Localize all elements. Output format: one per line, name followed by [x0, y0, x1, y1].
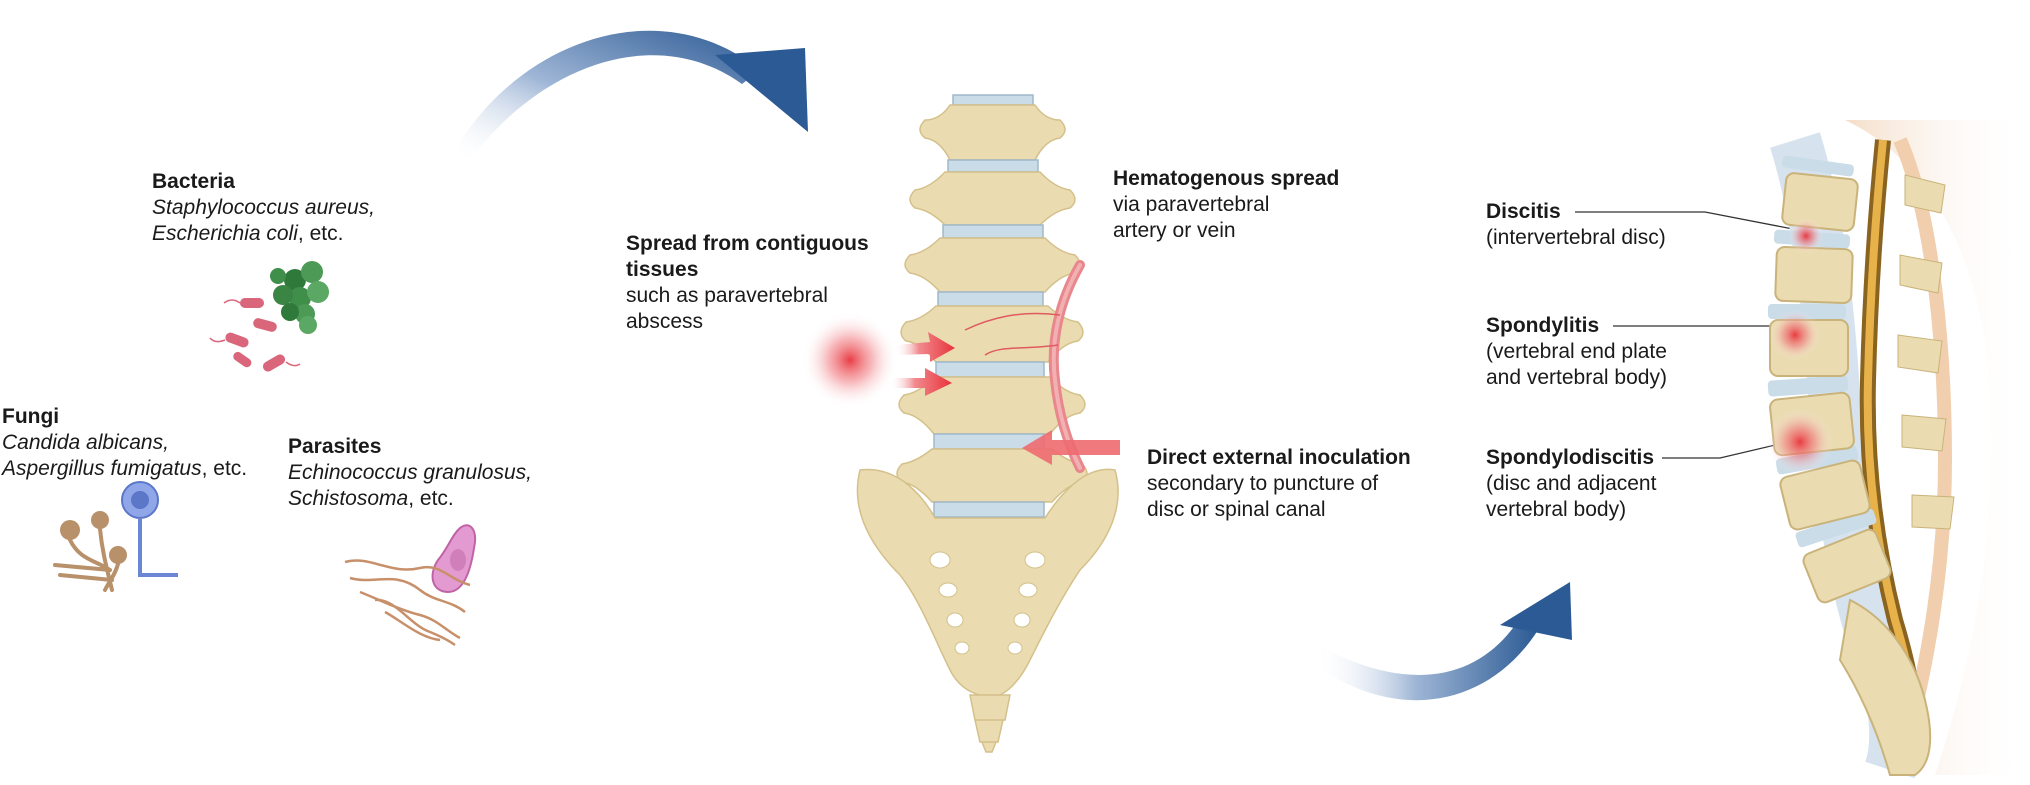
- parasites-species-1: Echinococcus granulosus,: [288, 461, 532, 484]
- spondylodiscitis-title: Spondylodiscitis: [1486, 446, 1655, 469]
- spine-sagittal-view: [1766, 120, 2030, 779]
- parasites-label: Parasites Echinococcus granulosus, Schis…: [288, 434, 532, 512]
- parasites-icon: [344, 524, 476, 647]
- direct-desc-1: secondary to puncture of: [1147, 472, 1379, 495]
- bacteria-title: Bacteria: [152, 170, 235, 193]
- direct-inoculation-arrow: [1022, 430, 1120, 465]
- discitis-title: Discitis: [1486, 200, 1561, 223]
- direct-inoculation-label: Direct external inoculation secondary to…: [1147, 445, 1411, 523]
- bacteria-label: Bacteria Staphylococcus aureus, Escheric…: [152, 169, 375, 247]
- spondylitis-label: Spondylitis (vertebral end plate and ver…: [1486, 313, 1667, 391]
- contiguous-spread-label: Spread from contiguous tissues such as p…: [626, 231, 869, 335]
- direct-desc-2: disc or spinal canal: [1147, 498, 1326, 521]
- fungi-icon: [53, 481, 178, 592]
- hematogenous-title: Hematogenous spread: [1113, 167, 1340, 190]
- fungi-title: Fungi: [2, 405, 60, 428]
- contiguous-desc-2: abscess: [626, 310, 704, 333]
- spondylodiscitis-label: Spondylodiscitis (disc and adjacent vert…: [1486, 445, 1656, 523]
- discitis-label: Discitis (intervertebral disc): [1486, 199, 1666, 251]
- contiguous-desc-1: such as paravertebral: [626, 284, 828, 307]
- contiguous-spread-marker: [802, 312, 955, 408]
- direct-title: Direct external inoculation: [1147, 446, 1411, 469]
- bacteria-icon: [209, 261, 329, 372]
- spine-front-view: [856, 94, 1119, 753]
- contiguous-title-1: Spread from contiguous: [626, 232, 869, 255]
- fungi-etc: , etc.: [201, 457, 248, 480]
- parasites-etc: , etc.: [408, 487, 454, 510]
- discitis-desc-1: (intervertebral disc): [1486, 226, 1666, 249]
- fungi-species-2: Aspergillus fumigatus: [2, 457, 202, 480]
- top-flow-arrow: [455, 30, 808, 160]
- parasites-title: Parasites: [288, 435, 382, 458]
- bacteria-etc: , etc.: [297, 222, 344, 245]
- spondylitis-desc-1: (vertebral end plate: [1486, 340, 1667, 363]
- contiguous-title-2: tissues: [626, 258, 699, 281]
- bacteria-species-1: Staphylococcus aureus,: [152, 196, 375, 219]
- hematogenous-desc-1: via paravertebral: [1113, 193, 1270, 216]
- hematogenous-spread-label: Hematogenous spread via paravertebral ar…: [1113, 166, 1339, 244]
- outcome-leader-lines: [1575, 211, 1799, 459]
- spondylodiscitis-desc-2: vertebral body): [1486, 498, 1627, 521]
- hematogenous-desc-2: artery or vein: [1113, 219, 1236, 242]
- spondylitis-desc-2: and vertebral body): [1486, 366, 1667, 389]
- spondylodiscitis-desc-1: (disc and adjacent: [1486, 472, 1657, 495]
- bottom-flow-arrow: [1315, 582, 1572, 701]
- parasites-species-2: Schistosoma: [288, 487, 409, 510]
- bacteria-species-2: Escherichia coli: [152, 222, 298, 245]
- fungi-label: Fungi Candida albicans, Aspergillus fumi…: [2, 404, 247, 482]
- spondylitis-title: Spondylitis: [1486, 314, 1600, 337]
- fungi-species-1: Candida albicans,: [2, 431, 169, 454]
